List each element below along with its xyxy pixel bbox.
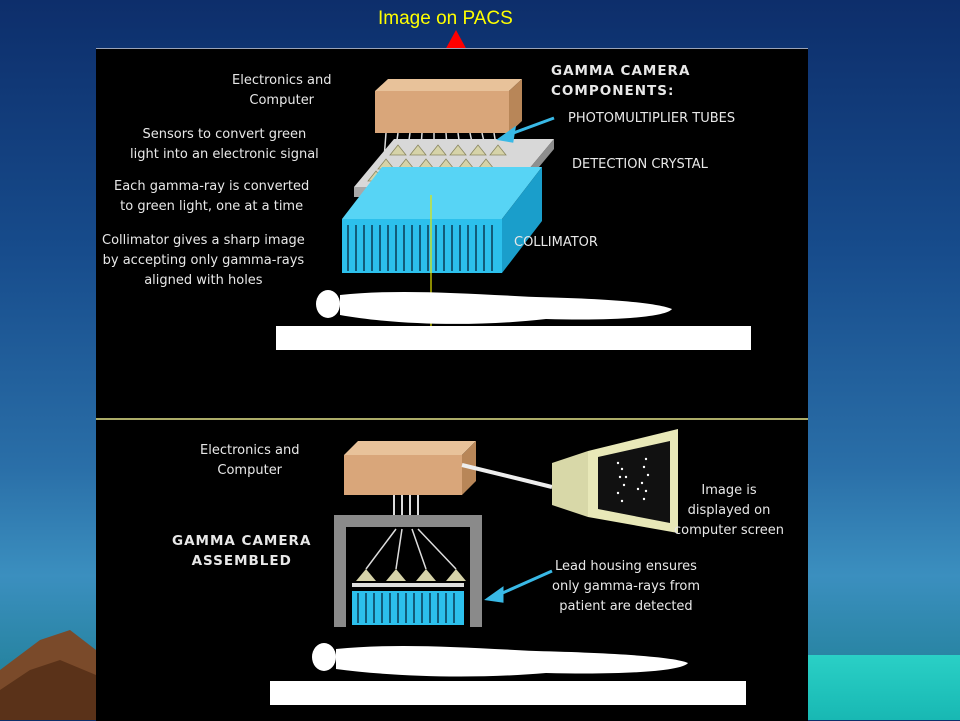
electronics-bottom-line2: Computer — [217, 463, 283, 478]
crystal-label: DETECTION CRYSTAL — [572, 157, 708, 172]
bottom-collimator — [352, 591, 464, 625]
sensors-label-line2: light into an electronic signal — [130, 147, 319, 162]
sensors-label: Sensors to convert green light into an e… — [130, 125, 319, 165]
electronics-box-bottom — [344, 441, 476, 495]
table-bottom — [270, 681, 746, 705]
assembled-heading: GAMMA CAMERA ASSEMBLED — [172, 531, 311, 571]
display-label-line3: computer screen — [674, 523, 785, 538]
monitor-cable — [461, 463, 553, 489]
lead-housing-label: Lead housing ensures only gamma-rays fro… — [552, 557, 700, 617]
pacs-title: Image on PACS — [378, 8, 513, 29]
lead-pointer-arrow — [484, 569, 553, 603]
bottom-cables — [393, 495, 419, 515]
components-heading-line1: GAMMA CAMERA — [551, 63, 691, 79]
components-heading: GAMMA CAMERA COMPONENTS: — [551, 61, 690, 101]
mountain-background — [0, 630, 96, 720]
display-label-line2: displayed on — [687, 503, 771, 518]
bottom-wires — [365, 528, 457, 570]
pmt-pointer-arrow — [496, 116, 555, 143]
electronics-label-line2: Computer — [249, 93, 315, 108]
display-label: Image is displayed on computer screen — [674, 481, 784, 541]
electronics-label-top: Electronics and Computer — [232, 71, 331, 111]
table-top — [276, 326, 751, 350]
diagram-graphics — [96, 79, 808, 705]
electronics-bottom-line1: Electronics and — [200, 443, 300, 458]
patient-bottom — [312, 643, 688, 677]
collimator-label: COLLIMATOR — [514, 235, 598, 250]
lead-label-line2: only gamma-rays from — [552, 579, 700, 594]
display-label-line1: Image is — [701, 483, 757, 498]
components-heading-line2: COMPONENTS: — [551, 83, 675, 99]
sensors-label-line1: Sensors to convert green — [142, 127, 307, 142]
pmt-label: PHOTOMULTIPLIER TUBES — [568, 111, 736, 126]
collimator-description-label: Collimator gives a sharp image by accept… — [102, 231, 305, 291]
lead-label-line3: patient are detected — [559, 599, 693, 614]
gamma-label-line2: to green light, one at a time — [120, 199, 304, 214]
electronics-box — [375, 79, 522, 133]
monitor — [552, 429, 678, 533]
assembled-heading-line1: GAMMA CAMERA — [172, 533, 312, 549]
gamma-label-line1: Each gamma-ray is converted — [114, 179, 310, 194]
patient-top — [316, 290, 672, 324]
gamma-conversion-label: Each gamma-ray is converted to green lig… — [114, 177, 309, 217]
collimator — [342, 167, 542, 273]
lead-label-line1: Lead housing ensures — [555, 559, 697, 574]
collimator-desc-line3: aligned with holes — [144, 273, 263, 288]
collimator-desc-line1: Collimator gives a sharp image — [102, 233, 305, 248]
electronics-label-bottom: Electronics and Computer — [200, 441, 299, 481]
bottom-pmts — [356, 569, 466, 581]
bottom-crystal — [352, 583, 464, 587]
assembled-heading-line2: ASSEMBLED — [191, 553, 292, 569]
gamma-camera-diagram: Electronics and Computer Sensors to conv… — [96, 48, 808, 721]
electronics-label-line1: Electronics and — [232, 73, 332, 88]
collimator-desc-line2: by accepting only gamma-rays — [102, 253, 305, 268]
